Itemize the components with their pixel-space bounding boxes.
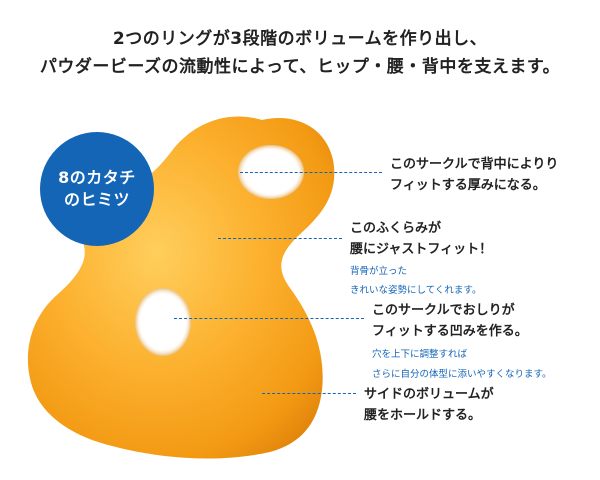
headline-line-1: 2つのリングが3段階のボリュームを作り出し、 bbox=[112, 29, 488, 49]
callout-3-note-2: さらに自分の体型に添いやすくなります。 bbox=[372, 369, 552, 380]
callout-side-volume: サイドのボリュームが 腰をホールドする。 bbox=[364, 384, 494, 426]
shape-secret-badge: 8のカタチ のヒミツ bbox=[40, 132, 154, 246]
callout-hip-circle: このサークルでおしりが フィットする凹みを作る。 穴を上下に調整すれば さらに自… bbox=[372, 300, 552, 382]
leader-line-4 bbox=[262, 393, 356, 394]
leader-line-2 bbox=[218, 238, 342, 239]
callout-2-note-2: きれいな姿勢にしてくれます。 bbox=[350, 285, 482, 296]
callout-4-line-2: 腰をホールドする。 bbox=[364, 408, 482, 423]
badge-line-2: のヒミツ bbox=[63, 190, 130, 209]
callout-3-line-2: フィットする凹みを作る。 bbox=[372, 324, 528, 339]
callout-2-line-2: 腰にジャストフィット！ bbox=[350, 242, 493, 257]
callout-3-line-1: このサークルでおしりが bbox=[372, 303, 515, 318]
callout-2-note-1: 背骨が立った bbox=[350, 266, 408, 277]
callout-4-line-1: サイドのボリュームが bbox=[364, 387, 494, 402]
callout-back-circle: このサークルで背中によりり フィットする厚みになる。 bbox=[390, 154, 558, 196]
badge-line-1: 8のカタチ bbox=[58, 168, 136, 187]
headline-line-2: パウダービーズの流動性によって、ヒップ・腰・背中を支えます。 bbox=[39, 57, 561, 77]
callout-2-line-1: このふくらみが bbox=[350, 221, 442, 236]
callout-1-line-2: フィットする厚みになる。 bbox=[390, 178, 546, 193]
callout-1-line-1: このサークルで背中によりり bbox=[390, 157, 559, 172]
callout-waist-bulge: このふくらみが 腰にジャストフィット！ 背骨が立った きれいな姿勢にしてくれます… bbox=[350, 218, 492, 298]
leader-line-1 bbox=[240, 172, 382, 173]
callout-3-note-1: 穴を上下に調整すれば bbox=[372, 349, 468, 360]
leader-line-3 bbox=[174, 318, 364, 319]
